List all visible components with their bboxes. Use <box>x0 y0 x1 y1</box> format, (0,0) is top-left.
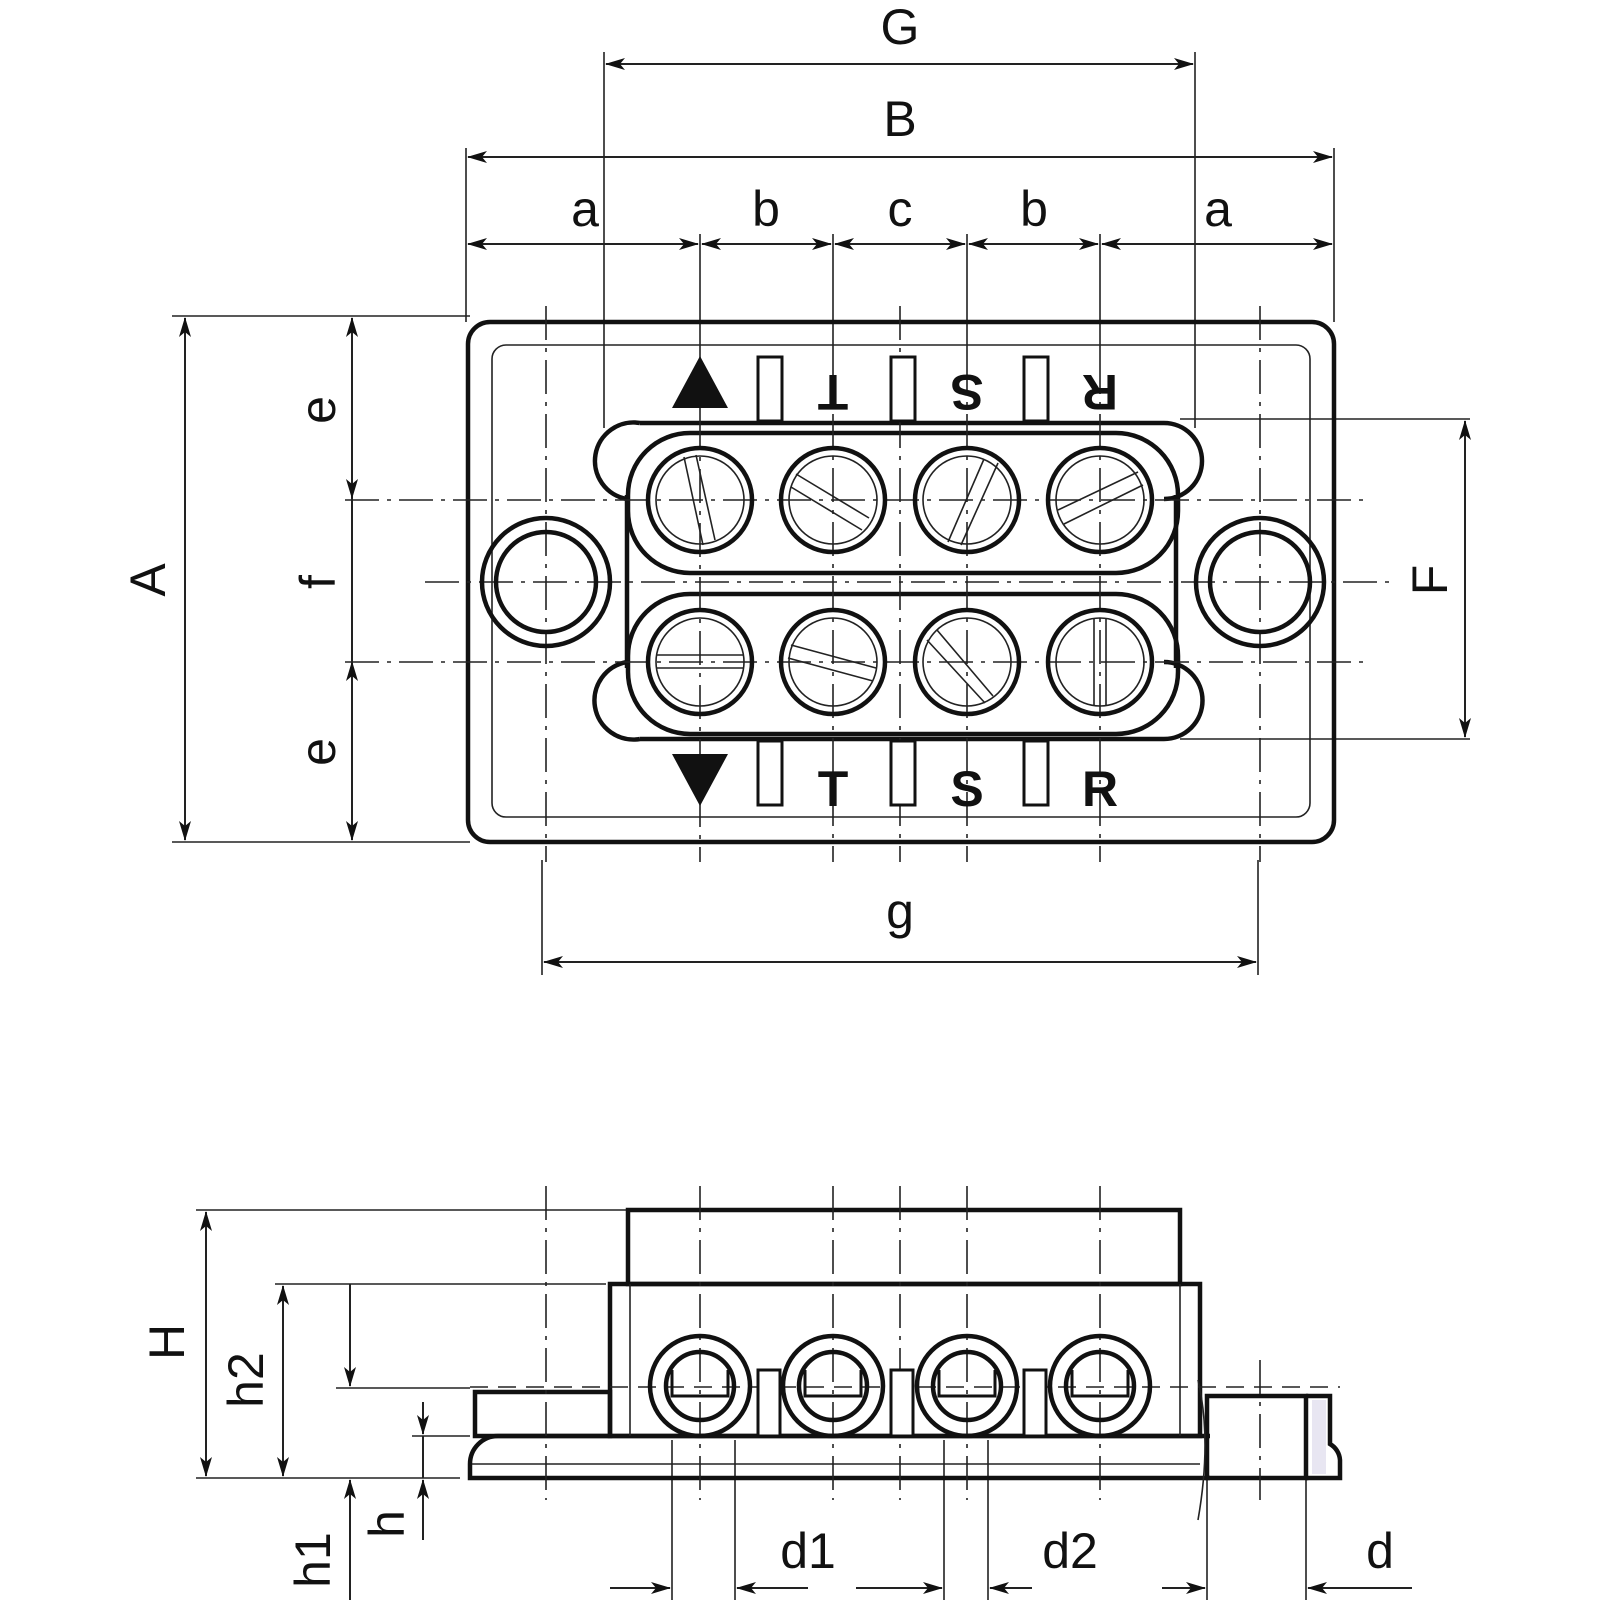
dim-label-e-bottom: e <box>290 738 346 766</box>
cable-entries <box>647 1333 1153 1439</box>
screw <box>1045 445 1155 555</box>
phase-mark-T-top: T <box>818 364 849 420</box>
dim-label-g: g <box>886 883 914 939</box>
dim-label-A: A <box>120 563 176 597</box>
phase-mark-R-top: R <box>1082 364 1118 420</box>
dim-label-d2: d2 <box>1042 1523 1098 1579</box>
dim-label-h1: h1 <box>285 1532 341 1588</box>
screw <box>778 607 888 717</box>
dim-label-e-top: e <box>290 396 346 424</box>
terminal-row-top <box>625 430 1181 576</box>
base-plate-side <box>467 1433 1210 1481</box>
screw <box>645 607 755 717</box>
side-dimension-lines <box>200 1211 1412 1600</box>
screw <box>912 607 1022 717</box>
terminal-screws-bottom <box>645 607 1155 717</box>
phase-mark-R-bottom: R <box>1082 761 1118 817</box>
mounting-lug-right-side <box>1204 1393 1309 1481</box>
screw <box>778 445 888 555</box>
screw <box>912 445 1022 555</box>
dim-label-c: c <box>888 181 913 237</box>
side-view: H h2 h1 h d1 d2 d <box>139 1186 1412 1600</box>
phase-mark-S-bottom: S <box>950 761 983 817</box>
dim-label-a-right: a <box>1204 181 1232 237</box>
cover-outline <box>592 420 1205 742</box>
terminal-row-bottom <box>625 591 1181 737</box>
direction-arrow-up-icon <box>672 356 728 408</box>
phase-mark-S-top: S <box>950 364 983 420</box>
screw <box>1045 607 1155 717</box>
dim-label-F: F <box>1402 565 1458 596</box>
side-extension-lines <box>196 1209 1307 1600</box>
centerlines <box>345 306 1390 862</box>
direction-arrow-down-icon <box>672 754 728 806</box>
side-centerlines <box>470 1186 1340 1500</box>
dim-label-f: f <box>290 575 346 589</box>
dim-label-h2: h2 <box>218 1352 274 1408</box>
cable-entry <box>780 1333 886 1439</box>
cable-entry <box>914 1333 1020 1439</box>
dim-label-a-left: a <box>571 181 599 237</box>
dim-label-d: d <box>1366 1523 1394 1579</box>
separator-ribs <box>756 355 1050 807</box>
dim-label-b-left: b <box>752 181 780 237</box>
dim-label-B: B <box>883 91 916 147</box>
mounting-hole-right <box>1193 515 1327 649</box>
extension-lines <box>172 52 1470 975</box>
dim-label-H: H <box>139 1324 195 1360</box>
cable-entry <box>647 1333 753 1439</box>
phase-mark-T-bottom: T <box>818 761 849 817</box>
mounting-hole-left <box>479 515 613 649</box>
terminal-screws-top <box>645 445 1155 555</box>
dim-label-b-right: b <box>1020 181 1048 237</box>
cover-side <box>625 1207 1183 1287</box>
mounting-lug-left-side <box>472 1389 613 1439</box>
dimension-lines <box>179 58 1471 968</box>
screw <box>645 445 755 555</box>
top-view: G B a b c b a A e f e F g <box>120 0 1471 975</box>
cable-entry <box>1047 1333 1153 1439</box>
dim-label-d1: d1 <box>780 1523 836 1579</box>
dim-label-h: h <box>359 1510 415 1538</box>
dim-label-G: G <box>881 0 920 55</box>
